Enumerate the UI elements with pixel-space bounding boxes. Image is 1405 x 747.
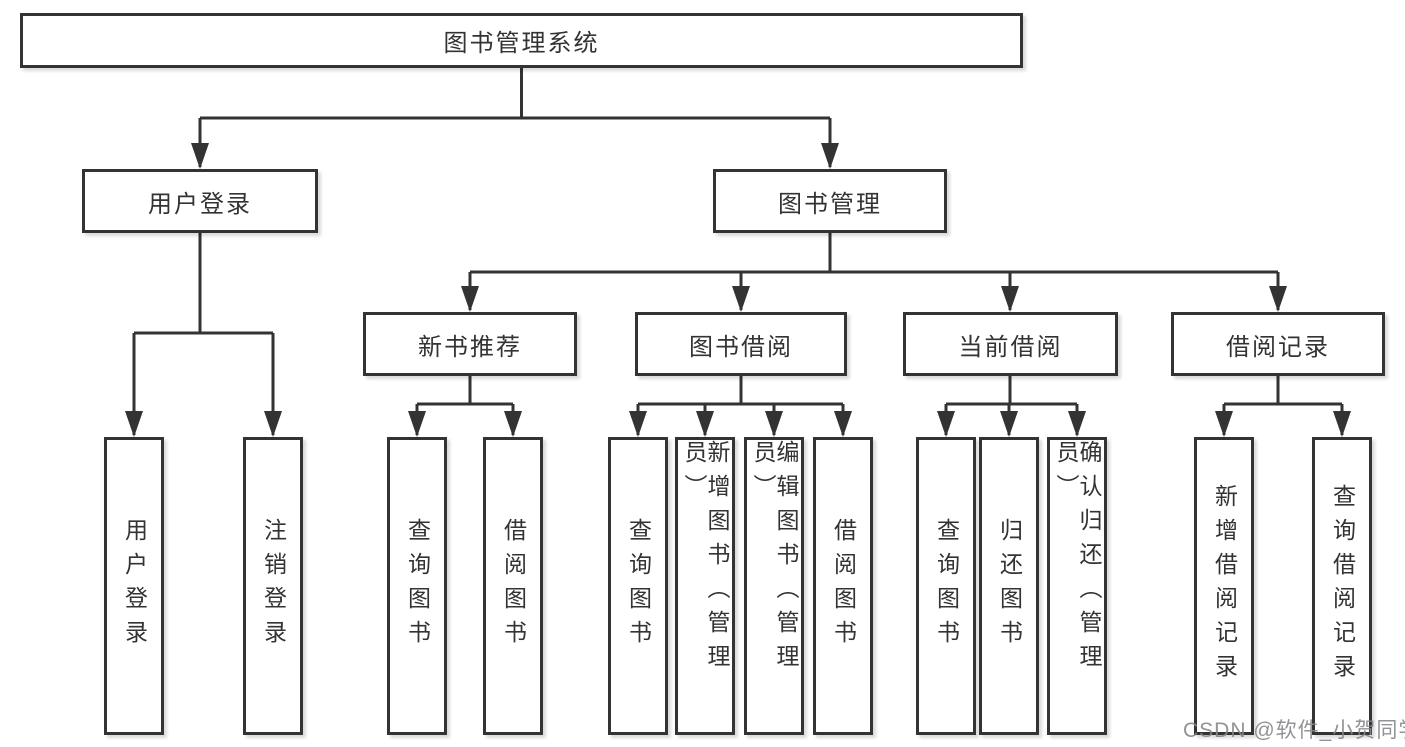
leaf-borrow-add-book-admin: 新增图书（管理员） xyxy=(675,437,735,735)
leaf-borrow-edit-book-admin: 编辑图书（管理员） xyxy=(744,437,804,735)
leaf-current-query-book: 查询图书 xyxy=(916,437,976,735)
csdn-watermark: CSDN @软件_小贺同学 xyxy=(1183,719,1405,742)
node-book-management: 图书管理 xyxy=(713,169,947,233)
leaf-borrow-borrow-book: 借阅图书 xyxy=(813,437,873,735)
leaf-newbook-borrow-book: 借阅图书 xyxy=(483,437,543,735)
node-user-login: 用户登录 xyxy=(82,169,318,233)
leaf-newbook-query-book: 查询图书 xyxy=(387,437,447,735)
node-library-system: 图书管理系统 xyxy=(20,13,1023,68)
node-new-book-recommend: 新书推荐 xyxy=(363,312,577,376)
leaf-current-return-book: 归还图书 xyxy=(979,437,1039,735)
leaf-current-confirm-return-admin: 确认归还（管理员） xyxy=(1047,437,1107,735)
leaf-records-query-record: 查询借阅记录 xyxy=(1312,437,1372,735)
leaf-borrow-query-book: 查询图书 xyxy=(608,437,668,735)
node-borrow-records: 借阅记录 xyxy=(1171,312,1385,376)
node-current-borrow: 当前借阅 xyxy=(903,312,1118,376)
leaf-records-add-record: 新增借阅记录 xyxy=(1194,437,1254,735)
node-book-borrow: 图书借阅 xyxy=(635,312,847,376)
leaf-logout: 注销登录 xyxy=(243,437,303,735)
leaf-user-login: 用户登录 xyxy=(104,437,164,735)
